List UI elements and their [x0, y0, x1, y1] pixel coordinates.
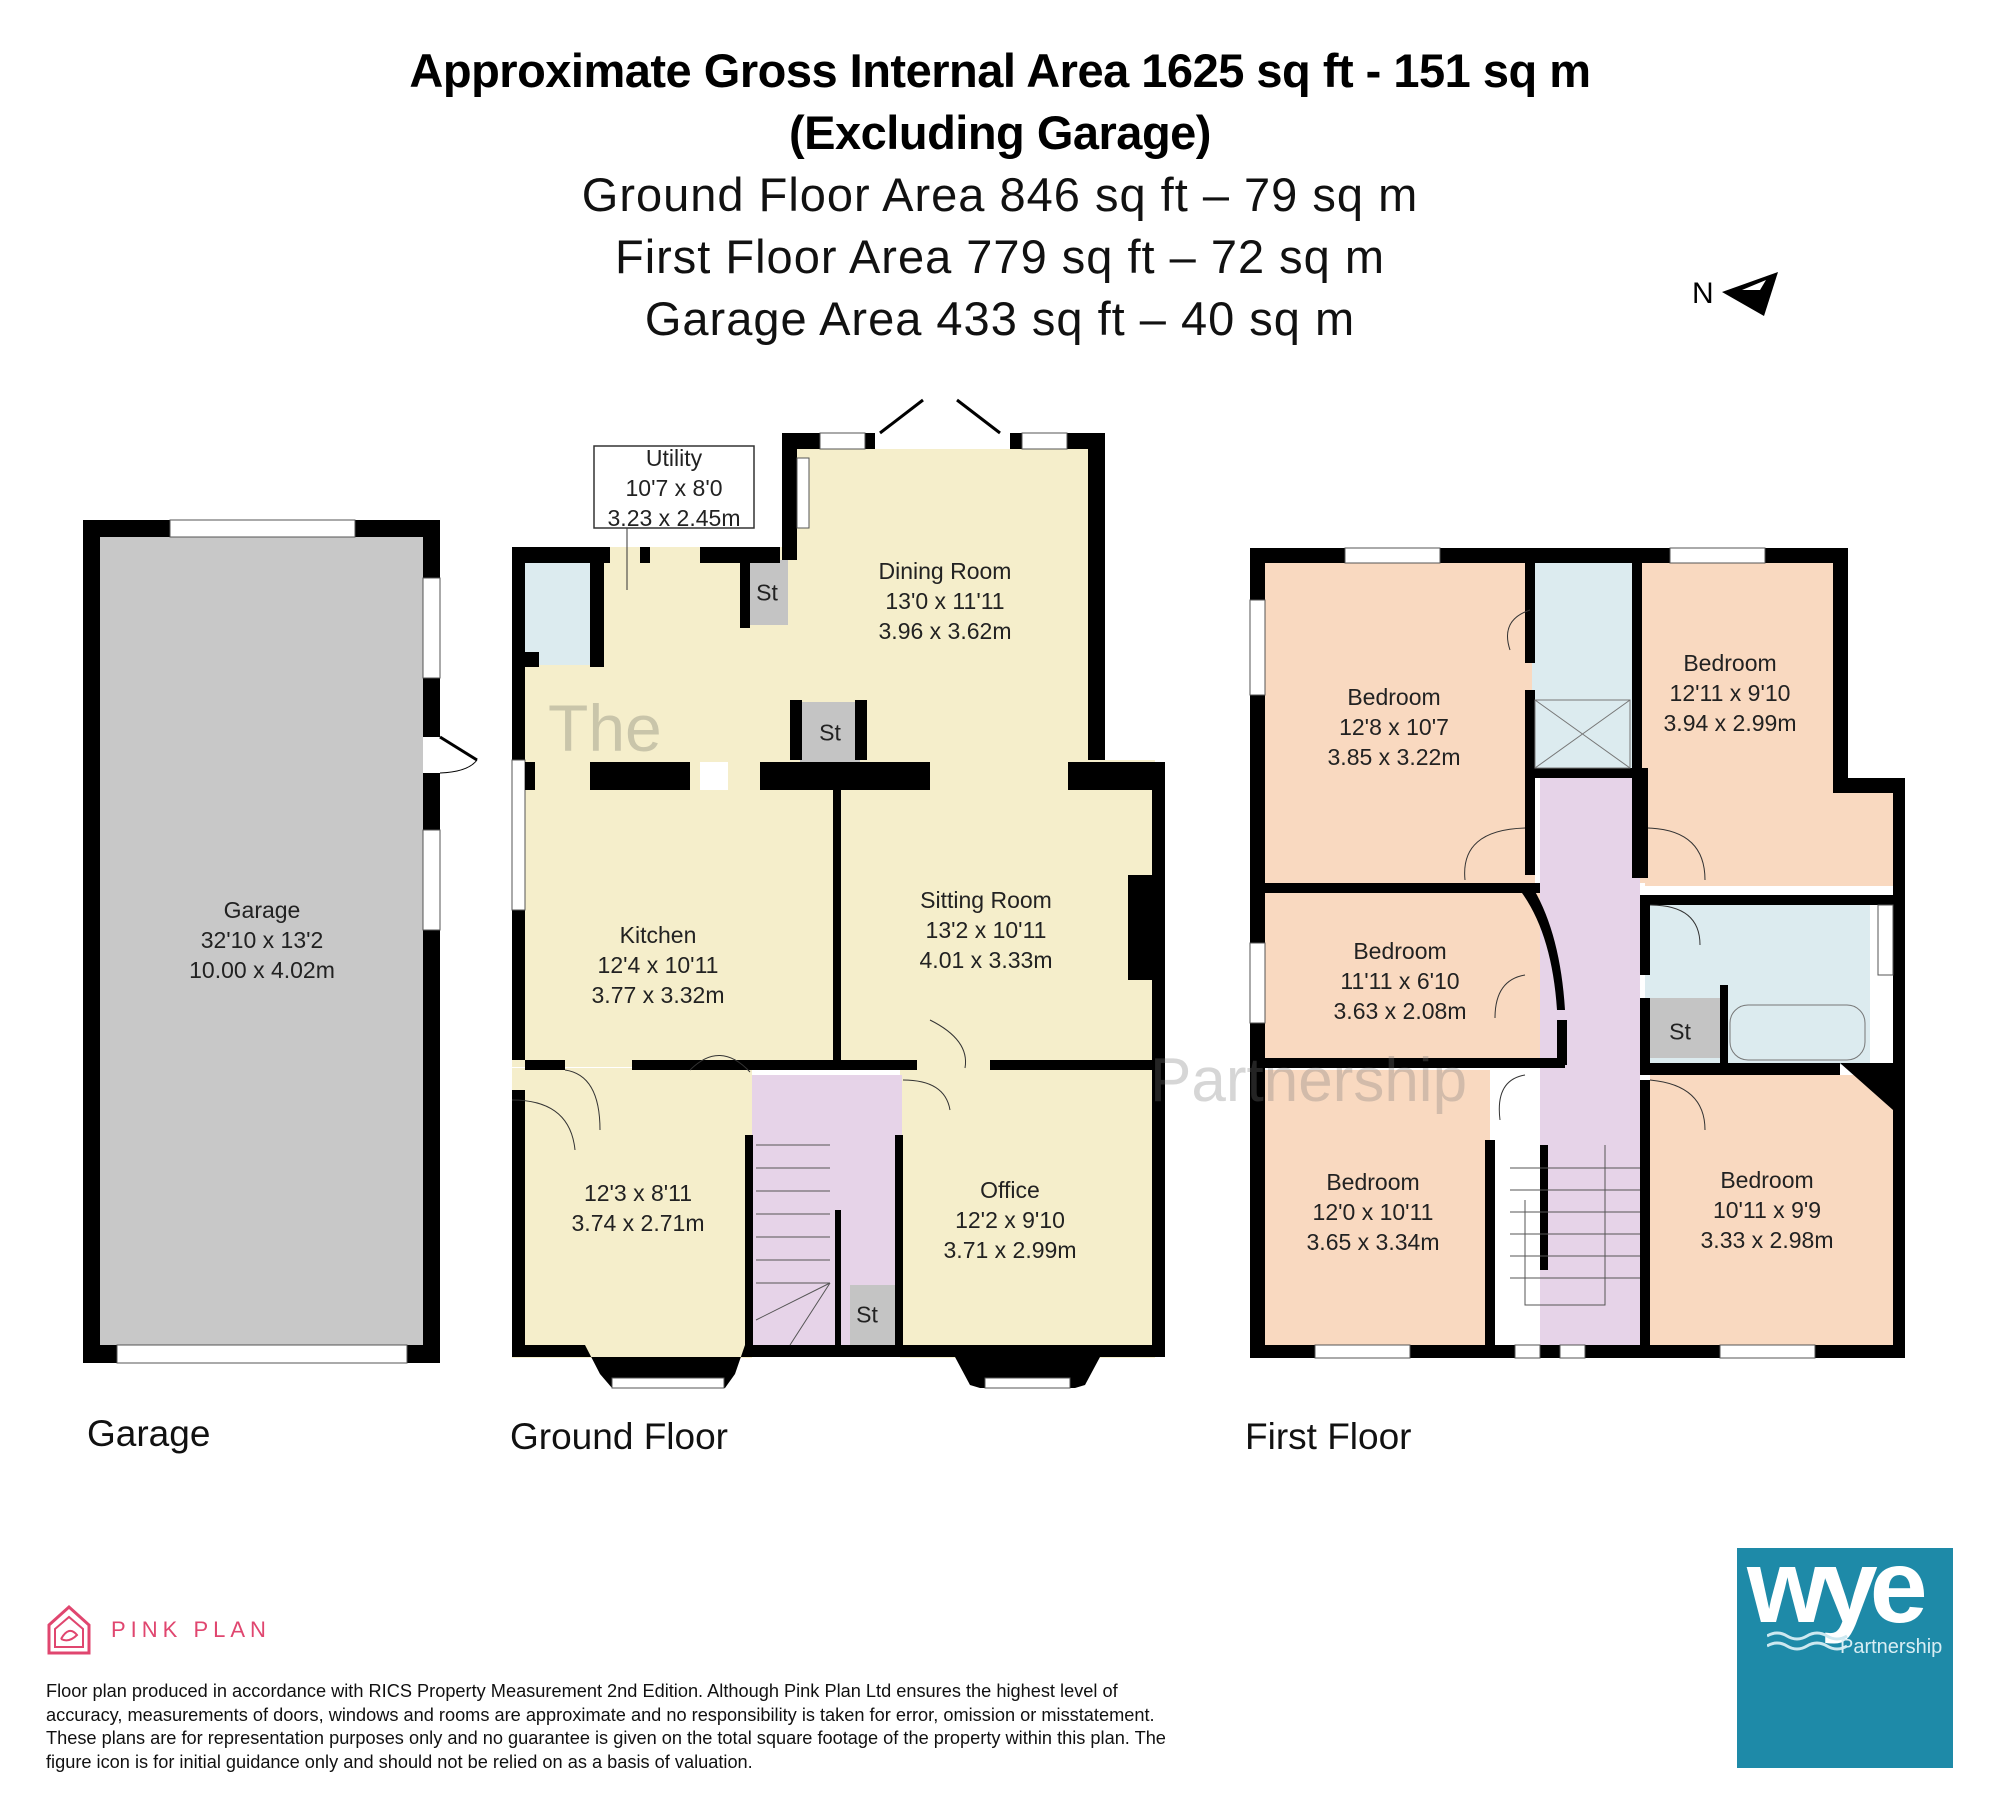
north-arrow-icon: [1721, 272, 1778, 316]
room-metric: 3.94 x 2.99m: [1663, 710, 1797, 736]
store-label: St: [819, 719, 841, 746]
room-reception: 12'3 x 8'11 3.74 x 2.71m: [572, 1178, 705, 1238]
house-icon: [47, 1604, 91, 1655]
room-name: Bedroom: [1353, 938, 1447, 964]
floor-label-first: First Floor: [1245, 1416, 1412, 1457]
room-imperial: 13'0 x 11'11: [885, 588, 1005, 614]
room-imperial: 10'7 x 8'0: [625, 475, 723, 501]
first-floor-area: First Floor Area 779 sq ft – 72 sq m: [614, 230, 1386, 283]
room-bedroom-4: Bedroom 12'0 x 10'11 3.65 x 3.34m: [1307, 1167, 1440, 1257]
wye-logo-word: wye: [1747, 1548, 1928, 1645]
room-metric: 3.74 x 2.71m: [571, 1210, 705, 1236]
room-name: Bedroom: [1683, 650, 1777, 676]
room-metric: 3.85 x 3.22m: [1327, 744, 1461, 770]
title-excluding-garage: (Excluding Garage): [789, 106, 1211, 159]
room-imperial: 12'3 x 8'11: [583, 1180, 693, 1206]
watermark-the: The: [548, 691, 662, 765]
store-label: St: [756, 579, 778, 606]
room-imperial: 12'2 x 9'10: [955, 1207, 1065, 1233]
room-metric: 3.65 x 3.34m: [1306, 1229, 1440, 1255]
ground-floor-plan: [511, 398, 1165, 1389]
header: Approximate Gross Internal Area 1625 sq …: [0, 40, 2000, 350]
room-name: Sitting Room: [920, 887, 1052, 913]
utility-callout: [593, 445, 755, 529]
room-dining: Dining Room 13'0 x 11'11 3.96 x 3.62m: [879, 556, 1012, 646]
floor-label-ground: Ground Floor: [510, 1416, 728, 1457]
store-label: St: [856, 1301, 878, 1328]
room-bedroom-1: Bedroom 12'8 x 10'7 3.85 x 3.22m: [1328, 682, 1461, 772]
title-gross-area: Approximate Gross Internal Area 1625 sq …: [409, 44, 1591, 97]
room-name: Office: [980, 1177, 1040, 1203]
room-metric: 3.63 x 2.08m: [1333, 998, 1467, 1024]
room-name: Bedroom: [1347, 684, 1441, 710]
room-utility: Utility 10'7 x 8'0 3.23 x 2.45m: [608, 443, 741, 533]
room-name: Garage: [223, 897, 301, 923]
room-metric: 3.96 x 3.62m: [878, 618, 1012, 644]
room-sitting: Sitting Room 13'2 x 10'11 4.01 x 3.33m: [920, 885, 1053, 975]
room-garage: Garage 32'10 x 13'2 10.00 x 4.02m: [189, 895, 335, 985]
room-bedroom-2: Bedroom 12'11 x 9'10 3.94 x 2.99m: [1664, 648, 1797, 738]
room-bedroom-5: Bedroom 10'11 x 9'9 3.33 x 2.98m: [1701, 1165, 1834, 1255]
room-metric: 3.71 x 2.99m: [943, 1237, 1077, 1263]
room-name: Bedroom: [1720, 1167, 1814, 1193]
garage-area: Garage Area 433 sq ft – 40 sq m: [644, 292, 1356, 345]
room-name: Dining Room: [878, 558, 1012, 584]
room-imperial: 12'4 x 10'11: [597, 952, 719, 978]
room-kitchen: Kitchen 12'4 x 10'11 3.77 x 3.32m: [592, 920, 725, 1010]
room-bedroom-3: Bedroom 11'11 x 6'10 3.63 x 2.08m: [1334, 936, 1467, 1026]
room-imperial: 11'11 x 6'10: [1340, 968, 1460, 994]
room-imperial: 32'10 x 13'2: [200, 927, 324, 953]
first-floor-plan: [1249, 547, 1905, 1359]
room-metric: 3.77 x 3.32m: [591, 982, 725, 1008]
room-imperial: 12'0 x 10'11: [1312, 1199, 1434, 1225]
room-imperial: 12'11 x 9'10: [1669, 680, 1791, 706]
room-name: Kitchen: [619, 922, 697, 948]
wye-logo-sub: Partnership: [1840, 1636, 1943, 1658]
pink-plan-logo: PINK PLAN: [45, 1603, 271, 1657]
waves-icon: [1767, 1631, 1848, 1651]
floor-label-garage: Garage: [87, 1413, 211, 1454]
room-metric: 10.00 x 4.02m: [189, 957, 335, 983]
watermark-partnership: Partnership: [1150, 1046, 1468, 1115]
room-metric: 3.33 x 2.98m: [1700, 1227, 1834, 1253]
pink-plan-label: PINK PLAN: [111, 1617, 271, 1642]
room-metric: 4.01 x 3.33m: [919, 947, 1053, 973]
room-metric: 3.23 x 2.45m: [607, 505, 741, 531]
room-imperial: 12'8 x 10'7: [1339, 714, 1449, 740]
room-imperial: 13'2 x 10'11: [925, 917, 1047, 943]
garage-plan: [83, 519, 478, 1364]
room-office: Office 12'2 x 9'10 3.71 x 2.99m: [944, 1175, 1077, 1265]
store-label: St: [1669, 1018, 1691, 1045]
disclaimer: Floor plan produced in accordance with R…: [46, 1681, 1166, 1772]
room-imperial: 10'11 x 9'9: [1712, 1197, 1822, 1223]
north-label: N: [1692, 277, 1714, 310]
ground-floor-area: Ground Floor Area 846 sq ft – 79 sq m: [581, 168, 1419, 221]
compass: N: [1692, 268, 1782, 320]
room-name: Bedroom: [1326, 1169, 1420, 1195]
room-name: Utility: [645, 445, 703, 471]
wye-partnership-logo: wye Partnership: [1737, 1548, 1953, 1768]
